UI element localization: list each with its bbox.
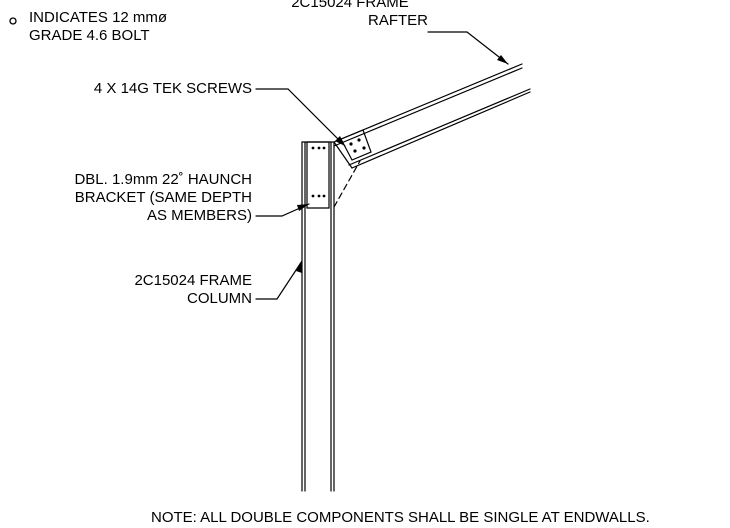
bolt-legend: INDICATES 12 mmø GRADE 4.6 BOLT: [29, 9, 167, 45]
haunch-label-line1: DBL. 1.9mm 22˚ HAUNCH: [74, 171, 252, 188]
rafter-label: 2C15024 FRAME RAFTER: [264, 0, 436, 30]
bolt-dots: [311, 138, 366, 198]
tek-screws-label: 4 X 14G TEK SCREWS: [93, 80, 252, 97]
column-label-line1: 2C15024 FRAME: [134, 272, 252, 289]
drawing-note: NOTE: ALL DOUBLE COMPONENTS SHALL BE SIN…: [151, 509, 650, 526]
bolt-legend-line2: GRADE 4.6 BOLT: [29, 27, 150, 44]
haunch-bracket: [306, 129, 372, 209]
haunch-label-line2: BRACKET (SAME DEPTH: [74, 189, 252, 206]
column-label-line2: COLUMN: [186, 290, 252, 307]
rafter-label-line1: 2C15024 FRAME: [291, 0, 409, 11]
frame-rafter: [333, 63, 531, 169]
leader-lines: [255, 31, 509, 300]
column-label: 2C15024 FRAME COLUMN: [60, 272, 252, 308]
leader-arrowheads: [296, 55, 508, 273]
frame-column: [301, 141, 335, 492]
bolt-legend-line1: INDICATES 12 mmø: [29, 9, 168, 26]
haunch-label-line3: AS MEMBERS): [146, 207, 252, 224]
rafter-label-line2: RAFTER: [368, 12, 428, 29]
haunch-bracket-label: DBL. 1.9mm 22˚ HAUNCH BRACKET (SAME DEPT…: [30, 171, 252, 225]
bolt-legend-icon: [9, 17, 17, 25]
